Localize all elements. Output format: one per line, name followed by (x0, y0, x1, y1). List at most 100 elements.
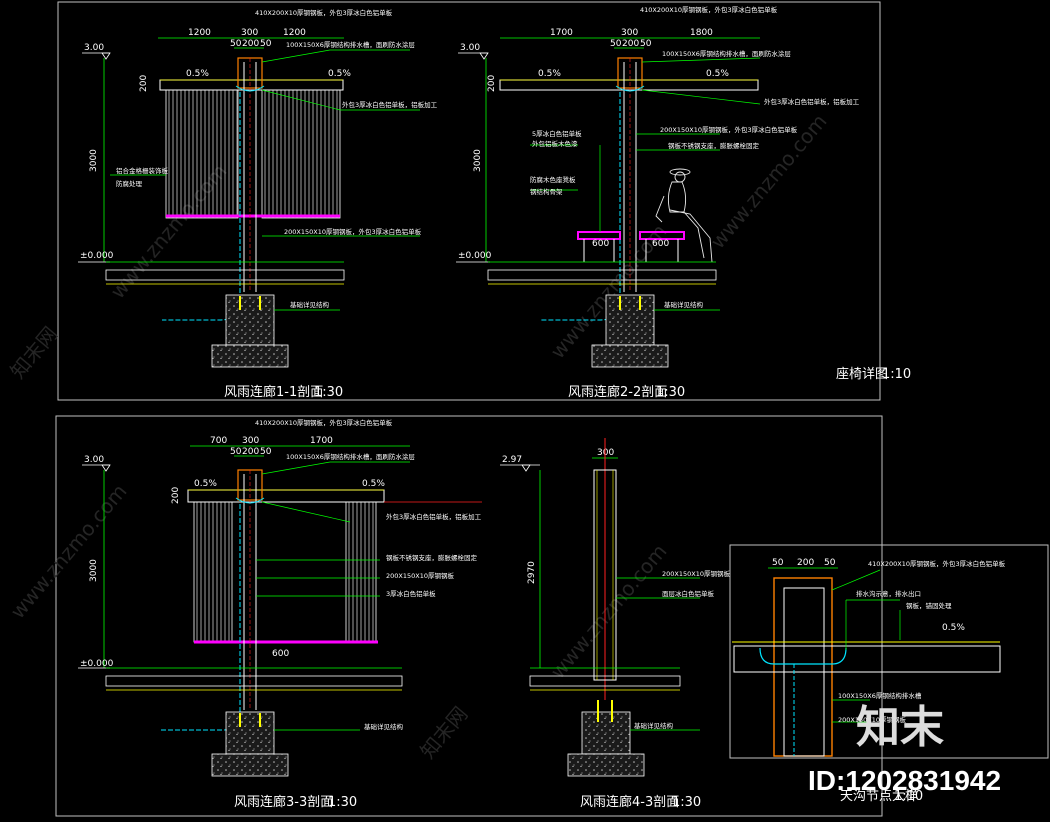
watermark-brand-2: 知末网 (415, 702, 472, 763)
dim-top-4: 300 (597, 448, 614, 458)
note-5-1: 排水沟示意，排水出口 (856, 589, 921, 598)
note-3-4: 200X150X10厚钢钢板 (386, 571, 454, 580)
note-1-5: 200X150X10厚钢钢板，外包3厚冰白色铝单板 (284, 227, 422, 236)
scale-section-4: 1:30 (672, 795, 701, 810)
title-seat-detail: 座椅详图 (836, 367, 888, 382)
level-base-3: ±0.000 (80, 659, 114, 669)
dim-sub-1a: 50 (230, 39, 242, 49)
note-1-3: 铝合金格栅装饰板 (116, 166, 169, 175)
title-section-2: 风雨连廊2-2剖面 (568, 384, 667, 400)
note-5-3: 100X150X6厚钢结构排水槽 (838, 691, 922, 700)
dim-sub-2b: 200 (622, 39, 639, 49)
dim-top-3b: 300 (242, 436, 259, 446)
panel-section-3-3: 3.00 3000 ±0.000 700 300 1700 50 200 50 … (78, 418, 482, 810)
dim-top-2b: 300 (621, 28, 638, 38)
watermark-id: ID:1202831942 (808, 765, 1001, 796)
slope-right-3: 0.5% (362, 479, 385, 489)
level-base-2: ±0.000 (458, 251, 492, 261)
slope-left-2: 0.5% (538, 69, 561, 79)
watermark-brand-1: 知末网 (5, 322, 62, 383)
note-2-5: 200X150X10厚钢钢板，外包3厚冰白色铝单板 (660, 125, 798, 134)
frame-detail (729, 544, 1049, 759)
note-1-0: 410X200X10厚钢钢板，外包3厚冰白色铝单板 (255, 8, 393, 17)
dim-sub-3c: 50 (260, 447, 272, 457)
dim-top-2c: 1800 (690, 28, 713, 38)
note-1-2: 外包3厚冰白色铝单板，铝板加工 (342, 100, 438, 109)
canopy-dim-1: 200 (139, 75, 149, 92)
note-2-9: 基础详见结构 (664, 300, 704, 309)
title-section-3: 风雨连廊3-3剖面 (234, 794, 333, 810)
scale-seat-detail: 1:10 (882, 367, 911, 382)
slope-right-2: 0.5% (706, 69, 729, 79)
detail-slope: 0.5% (942, 623, 965, 633)
scale-detail: 1:10 (894, 789, 923, 804)
watermark-site-4: www.znzmo.com (5, 479, 131, 623)
watermark-layer: www.znzmo.com www.znzmo.com www.znzmo.co… (5, 109, 831, 763)
scale-section-2: 1:30 (656, 385, 685, 400)
level-top-3: 3.00 (84, 455, 104, 465)
seated-person-figure (655, 168, 713, 263)
height-dim-1: 3000 (89, 149, 99, 172)
note-2-6: 钢板不锈钢支座，膨胀螺栓固定 (668, 141, 760, 150)
dim-sub-3a: 50 (230, 447, 242, 457)
note-5-0: 410X200X10厚钢钢板，外包3厚冰白色铝单板 (868, 559, 1006, 568)
title-section-4: 风雨连廊4-3剖面 (580, 794, 679, 810)
note-1-6: 基础详见结构 (290, 300, 330, 309)
level-top-2: 3.00 (460, 43, 480, 53)
note-4-0: 200X150X10厚钢钢板 (662, 569, 730, 578)
note-3-0: 410X200X10厚钢钢板，外包3厚冰白色铝单板 (255, 418, 393, 427)
canopy-dim-3: 200 (171, 487, 181, 504)
note-2-8: 钢结构骨架 (530, 187, 563, 196)
panel-section-4-3: 2.97 2970 300 200X150X10厚钢钢板 面层冰白色铝单板 基础… (500, 438, 730, 810)
dim-top-1b: 300 (241, 28, 258, 38)
dim-top-1a: 1200 (188, 28, 211, 38)
canopy-dim-2: 200 (487, 75, 497, 92)
bench-dim-3: 600 (272, 649, 289, 659)
title-section-1: 风雨连廊1-1剖面 (224, 384, 323, 400)
slope-left-3: 0.5% (194, 479, 217, 489)
note-3-6: 基础详见结构 (364, 722, 404, 731)
watermark-site-5: www.znzmo.com (545, 539, 671, 683)
note-4-2: 基础详见结构 (634, 721, 674, 730)
height-dim-3: 3000 (89, 559, 99, 582)
note-4-1: 面层冰白色铝单板 (662, 589, 715, 598)
note-1-1: 100X150X6厚钢结构排水槽，面刷防水涂层 (286, 40, 415, 49)
note-3-1: 100X150X6厚钢结构排水槽，面刷防水涂层 (286, 452, 415, 461)
note-2-2: 外包3厚冰白色铝单板，铝板加工 (764, 97, 860, 106)
height-dim-2: 3000 (473, 149, 483, 172)
dim-sub-1c: 50 (260, 39, 272, 49)
seat-dim-2a: 600 (592, 239, 609, 249)
height-dim-4: 2970 (527, 561, 537, 584)
scale-section-1: 1:30 (314, 385, 343, 400)
note-3-5: 3厚冰白色铝单板 (386, 589, 436, 598)
dim-top-1c: 1200 (283, 28, 306, 38)
dim-top-3a: 700 (210, 436, 227, 446)
note-2-4: 外包铝板木色漆 (532, 139, 578, 148)
watermark-logo: 知末 (856, 702, 944, 753)
note-2-0: 410X200X10厚钢钢板，外包3厚冰白色铝单板 (640, 5, 778, 14)
frame-top (57, 1, 881, 401)
dim-sub-2c: 50 (640, 39, 652, 49)
slope-right-1: 0.5% (328, 69, 351, 79)
slope-left-1: 0.5% (186, 69, 209, 79)
note-3-2: 外包3厚冰白色铝单板，铝板加工 (386, 512, 482, 521)
level-top-4: 2.97 (502, 455, 522, 465)
note-2-7: 防腐木色座凳板 (530, 175, 576, 184)
detail-dim-a: 50 (772, 558, 784, 568)
note-5-4: 200X150X10厚钢钢板 (838, 715, 906, 724)
dim-sub-3b: 200 (242, 447, 259, 457)
panel-section-1-1: 3.00 3000 ±0.000 1200 300 1200 50 200 50… (78, 8, 438, 400)
title-detail: 天沟节点大样 (840, 789, 918, 804)
note-3-3: 钢板不锈钢支座，膨胀螺栓固定 (386, 553, 478, 562)
frame-bottom (55, 415, 883, 817)
detail-dim-b: 200 (797, 558, 814, 568)
note-2-3: 5厚冰白色铝单板 (532, 129, 582, 138)
dim-sub-2a: 50 (610, 39, 622, 49)
dim-sub-1b: 200 (242, 39, 259, 49)
scale-section-3: 1:30 (328, 795, 357, 810)
note-2-1: 100X150X6厚钢结构排水槽，面刷防水涂层 (662, 49, 791, 58)
panel-gutter-detail: 50 200 50 0.5% 410X200X10厚钢钢板，外包3厚冰白色铝单板… (732, 558, 1006, 804)
dim-top-2a: 1700 (550, 28, 573, 38)
seat-dim-2b: 600 (652, 239, 669, 249)
